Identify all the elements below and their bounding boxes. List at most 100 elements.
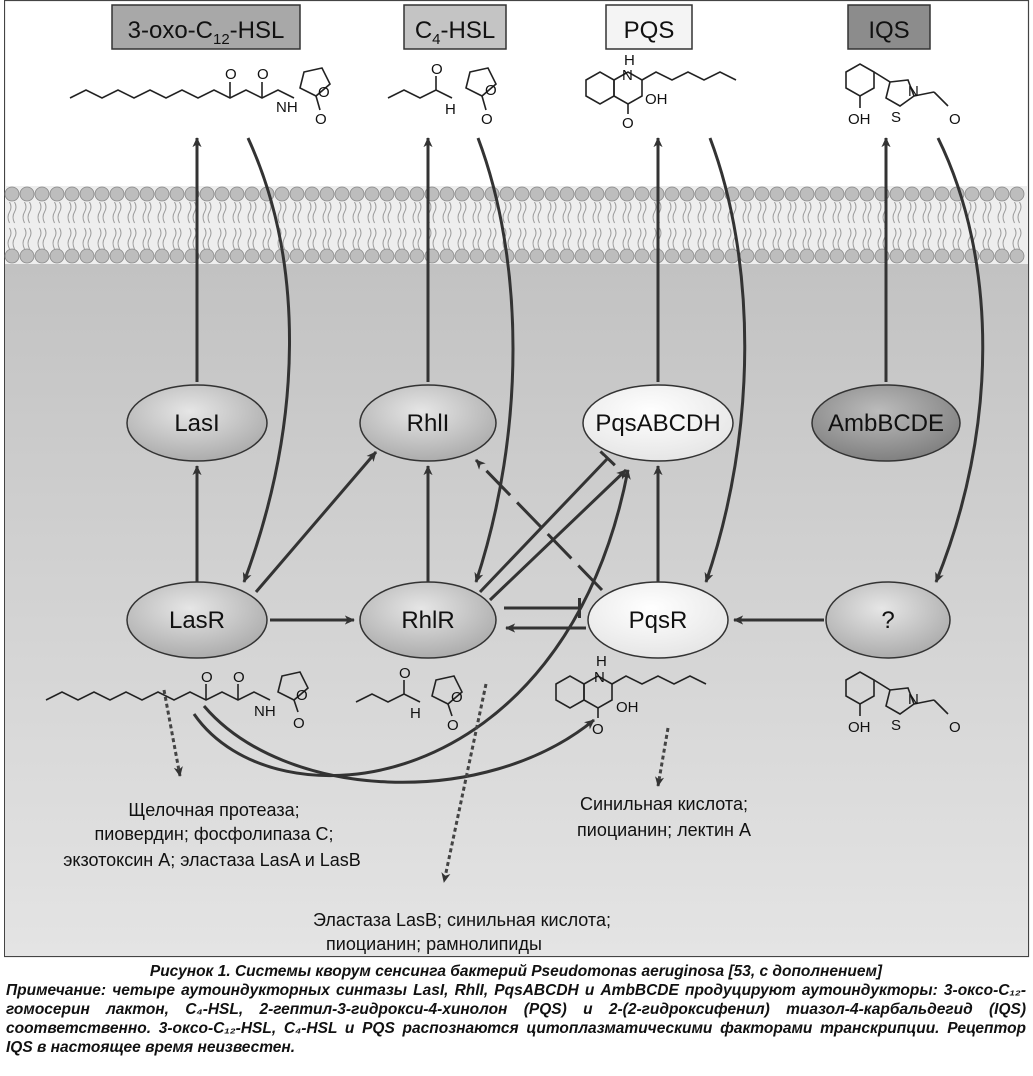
lipid-tail [897,201,902,224]
lipid-head [859,248,875,264]
lipid-tail [567,227,572,250]
lipid-tail [927,201,932,224]
lipid-tail [642,227,647,250]
ambbcde-node: AmbBCDE [811,384,961,462]
lipid-tail [922,227,927,250]
svg-text:AmbBCDE: AmbBCDE [828,410,944,437]
lipid-head [439,248,455,264]
svg-text:RhlI: RhlI [407,410,450,437]
lipid-tail [42,201,47,224]
lipid-tail [562,201,567,224]
lipid-head [169,186,185,202]
lipid-tail [232,201,237,224]
lipid-tail [207,227,212,250]
lipid-head [784,248,800,264]
lipid-tail [532,201,537,224]
lipid-tail [372,227,377,250]
lipid-tail [82,227,87,250]
oxo-label: O [949,719,961,736]
lipid-head [589,248,605,264]
lipid-head [229,248,245,264]
lipid-tail [762,201,767,224]
lipid-tail [757,201,762,224]
lipid-tail [817,201,822,224]
lipid-tail [207,201,212,224]
lipid-tail [82,201,87,224]
lipid-tail [187,227,192,250]
arrow-rhlr-pqsabcdh [488,468,628,602]
lipid-tail [942,227,947,250]
oxo-label: O [481,111,493,128]
lipid-head [289,186,305,202]
lipid-head [289,248,305,264]
lipid-tail [697,201,702,224]
lipid-tail [322,227,327,250]
pqs-output-text: Синильная кислота; пиоцианин; лектин A [577,794,751,840]
lipid-head [319,248,335,264]
signal-label-pqs: PQS [605,4,693,50]
oxo-label: O [201,669,213,686]
lipid-head [334,186,350,202]
lipid-tail [292,227,297,250]
lipid-tail [432,201,437,224]
oxo-label: O [318,84,330,101]
lipid-head [559,186,575,202]
svg-text:C4-HSL: C4-HSL [415,17,495,48]
lipid-tail [537,227,542,250]
lipid-head [214,186,230,202]
inhibition-rhlr-pqsabcdh [478,450,616,594]
lipid-head [889,186,905,202]
lipid-tail [12,201,17,224]
arrow-lasr-rhli [254,451,378,593]
lipid-tail [612,201,617,224]
lipid-tail [697,227,702,250]
lipid-tail [822,227,827,250]
lipid-tail [147,227,152,250]
lipid-tail [502,201,507,224]
lipid-tail [417,201,422,224]
arrow-3-oxo-c12-hsl-import [242,137,291,583]
lipid-tail [72,201,77,224]
lipid-tail [432,227,437,250]
lasi-node: LasI [126,384,268,462]
svg-text:Синильная кислота;: Синильная кислота; [580,794,748,814]
lipid-tail [217,227,222,250]
lipid-tail [462,201,467,224]
lipid-tail [807,227,812,250]
lipid-tail [477,201,482,224]
lipid-tail [622,201,627,224]
lipid-head [559,248,575,264]
lipid-head [454,186,470,202]
lipid-head [574,248,590,264]
lipid-tail [862,201,867,224]
lipid-tail [792,227,797,250]
lipid-tail [217,201,222,224]
lipid-tail [337,201,342,224]
lipid-head [709,186,725,202]
lipid-tail [597,201,602,224]
lipid-head [214,248,230,264]
lipid-tail [672,227,677,250]
lipid-tail [777,227,782,250]
lipid-head [799,186,815,202]
lipid-tail [352,201,357,224]
lipid-head [919,248,935,264]
lipid-tail [667,227,672,250]
lipid-tail [127,227,132,250]
oxo-label: O [399,665,411,682]
lipid-head [514,186,530,202]
lipid-tail [952,227,957,250]
lipid-tail [507,201,512,224]
lipid-tail [492,201,497,224]
lipid-tail [487,227,492,250]
lipid-head [934,186,950,202]
structure-iqs-bottom [845,671,949,716]
lipid-tail [222,227,227,250]
lipid-head [979,186,995,202]
lipid-tail [787,227,792,250]
lipid-head [109,186,125,202]
lipid-tail [607,201,612,224]
lipid-tail [787,201,792,224]
rhlr-node: RhlR [359,581,497,659]
structure-c4-hsl-top [387,67,497,111]
